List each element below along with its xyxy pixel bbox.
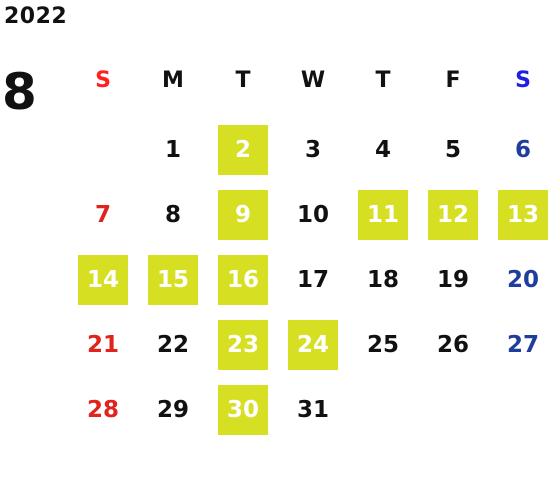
calendar-day-highlighted[interactable]: 13	[498, 190, 548, 240]
calendar-day-highlighted[interactable]: 11	[358, 190, 408, 240]
calendar-day[interactable]: 6	[514, 137, 531, 163]
weekday-header: S	[95, 68, 111, 93]
weekday-header: S	[515, 68, 531, 93]
calendar-day[interactable]: 31	[296, 397, 329, 423]
calendar-day-highlighted[interactable]: 2	[218, 125, 268, 175]
calendar-day[interactable]: 28	[86, 397, 119, 423]
calendar-day-highlighted[interactable]: 23	[218, 320, 268, 370]
calendar-day[interactable]: 3	[304, 137, 321, 163]
calendar-day[interactable]: 17	[296, 267, 329, 293]
weekday-header: W	[300, 68, 326, 93]
weekday-header: T	[235, 68, 251, 93]
calendar-day-highlighted[interactable]: 14	[78, 255, 128, 305]
weekday-header: T	[375, 68, 391, 93]
weekday-header: M	[162, 68, 184, 93]
calendar-day[interactable]: 5	[444, 137, 461, 163]
calendar-day[interactable]: 7	[94, 202, 111, 228]
calendar-day[interactable]: 21	[86, 332, 119, 358]
calendar-day-highlighted[interactable]: 12	[428, 190, 478, 240]
calendar-day-highlighted[interactable]: 30	[218, 385, 268, 435]
calendar-day[interactable]: 20	[506, 267, 539, 293]
calendar-day[interactable]: 26	[436, 332, 469, 358]
calendar-day[interactable]: 4	[374, 137, 391, 163]
calendar-day-highlighted[interactable]: 24	[288, 320, 338, 370]
calendar-day[interactable]: 25	[366, 332, 399, 358]
calendar-month: 8	[2, 63, 37, 121]
calendar-day[interactable]: 29	[156, 397, 189, 423]
calendar-year: 2022	[4, 4, 68, 29]
calendar-day[interactable]: 8	[164, 202, 181, 228]
calendar-day[interactable]: 22	[156, 332, 189, 358]
calendar-day-highlighted[interactable]: 16	[218, 255, 268, 305]
calendar-day[interactable]: 10	[296, 202, 329, 228]
calendar-day-highlighted[interactable]: 9	[218, 190, 268, 240]
calendar-day[interactable]: 18	[366, 267, 399, 293]
calendar-day[interactable]: 27	[506, 332, 539, 358]
calendar-day[interactable]: 19	[436, 267, 469, 293]
calendar-day-highlighted[interactable]: 15	[148, 255, 198, 305]
calendar-day[interactable]: 1	[164, 137, 181, 163]
weekday-header: F	[445, 68, 461, 93]
